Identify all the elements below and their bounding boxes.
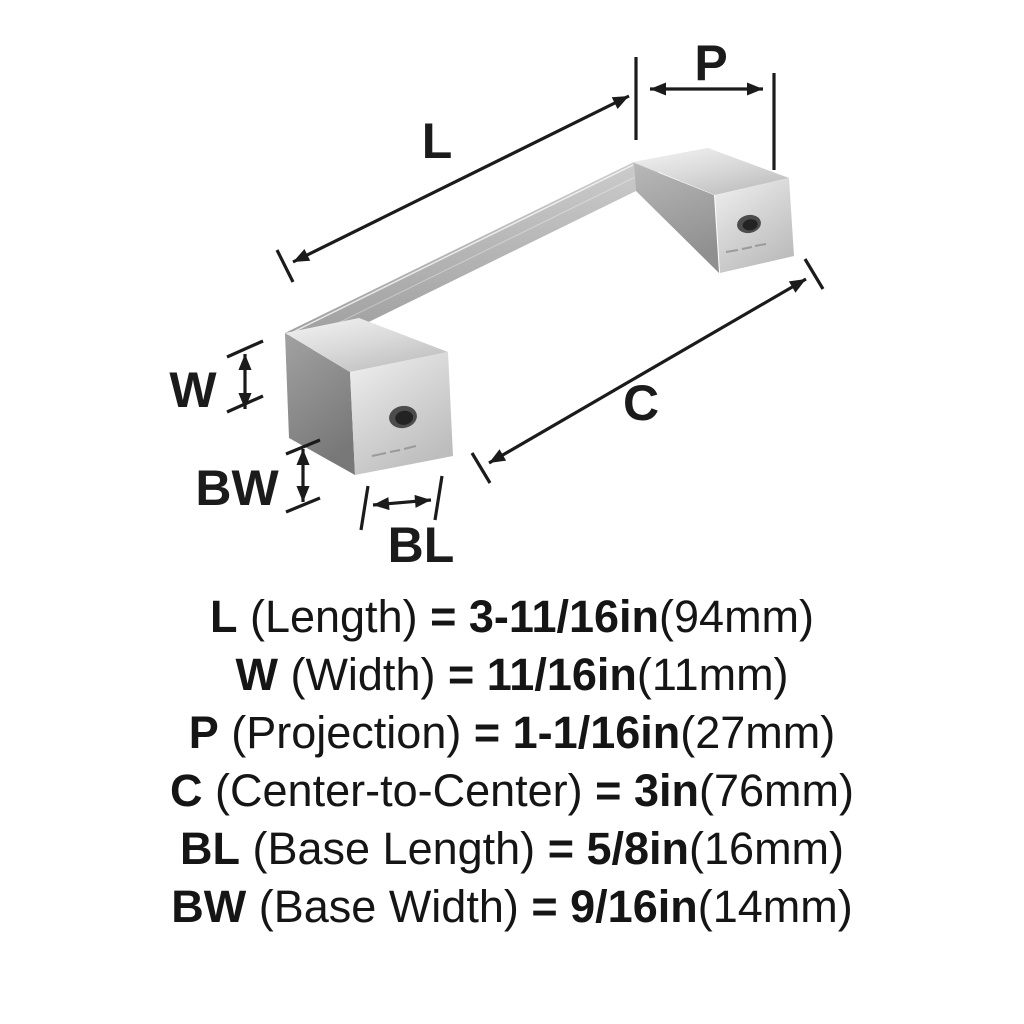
spec-line-width: W (Width) = 11/16in(11mm) [0,646,1024,704]
dim-label-bw: BW [195,460,279,516]
right-post-top-face [634,148,789,195]
dim-tick-c-left [470,452,492,484]
spec-line-projection: P (Projection) = 1-1/16in(27mm) [0,704,1024,762]
dim-tick-bw-bottom [285,496,321,514]
spec-list: L (Length) = 3-11/16in(94mm) W (Width) =… [0,588,1024,936]
spec-abbr: BW [171,881,247,932]
spec-abbr: P [188,707,219,758]
handle-diagram: L P C W BW BL [169,35,825,573]
spec-abbr: L [209,591,238,642]
spec-value: 11/16in [486,649,637,700]
right-post-inner-face [634,163,719,273]
spec-label: (Length) [249,591,418,642]
dim-label-l: L [422,113,453,169]
dim-label-bl: BL [388,517,455,573]
left-screw-hole [389,405,417,429]
spec-metric: (76mm) [698,765,854,816]
spec-label: (Base Width) [258,881,519,932]
spec-metric: (27mm) [680,707,836,758]
right-engraving-marks [725,243,767,253]
spec-equals: = [447,649,475,700]
spec-line-base-length: BL (Base Length) = 5/8in(16mm) [0,820,1024,878]
spec-metric: (11mm) [636,649,789,700]
spec-metric: (14mm) [697,881,853,932]
spec-label: (Projection) [231,707,462,758]
spec-equals: = [473,707,501,758]
spec-equals: = [547,823,574,874]
spec-equals: = [430,591,457,642]
spec-value: 5/8in [586,823,690,874]
left-post-side-face [285,333,355,475]
bar-edge-highlight [286,164,634,336]
spec-value: 1-1/16in [512,707,681,758]
dim-line-l [292,94,630,264]
spec-metric: (16mm) [689,823,845,874]
spec-label: (Base Length) [252,823,536,874]
left-engraving-marks [371,445,417,457]
dim-label-w: W [169,362,217,418]
spec-equals: = [595,765,622,816]
dim-tick-bl-right [433,475,444,521]
dim-tick-l-left [275,249,295,283]
handle-illustration [285,148,794,475]
dim-label-c: C [623,375,659,431]
spec-line-center-to-center: C (Center-to-Center) = 3in(76mm) [0,762,1024,820]
dim-line-c [488,277,807,465]
spec-label: (Width) [290,649,436,700]
dim-tick-bl-left [359,485,370,531]
spec-metric: (94mm) [659,591,815,642]
left-post-top-face [285,318,448,372]
spec-value: 9/16in [570,881,698,932]
spec-line-length: L (Length) = 3-11/16in(94mm) [0,588,1024,646]
spec-label: (Center-to-Center) [215,765,583,816]
dim-line-bl [372,494,432,511]
dim-tick-w-top [226,339,264,359]
spec-abbr: BL [179,823,240,874]
spec-equals: = [531,881,558,932]
brushed-streak [329,159,671,328]
dim-tick-c-right [803,258,825,290]
spec-abbr: C [170,765,203,816]
dim-label-p: P [694,35,727,91]
spec-value: 3in [633,765,699,816]
spec-line-base-width: BW (Base Width) = 9/16in(14mm) [0,878,1024,936]
dim-tick-bw-top [285,438,321,456]
spec-abbr: W [235,649,278,700]
dim-tick-w-bottom [226,394,264,414]
spec-value: 3-11/16in [468,591,660,642]
right-screw-hole [737,214,761,234]
dimension-lines [226,57,825,531]
